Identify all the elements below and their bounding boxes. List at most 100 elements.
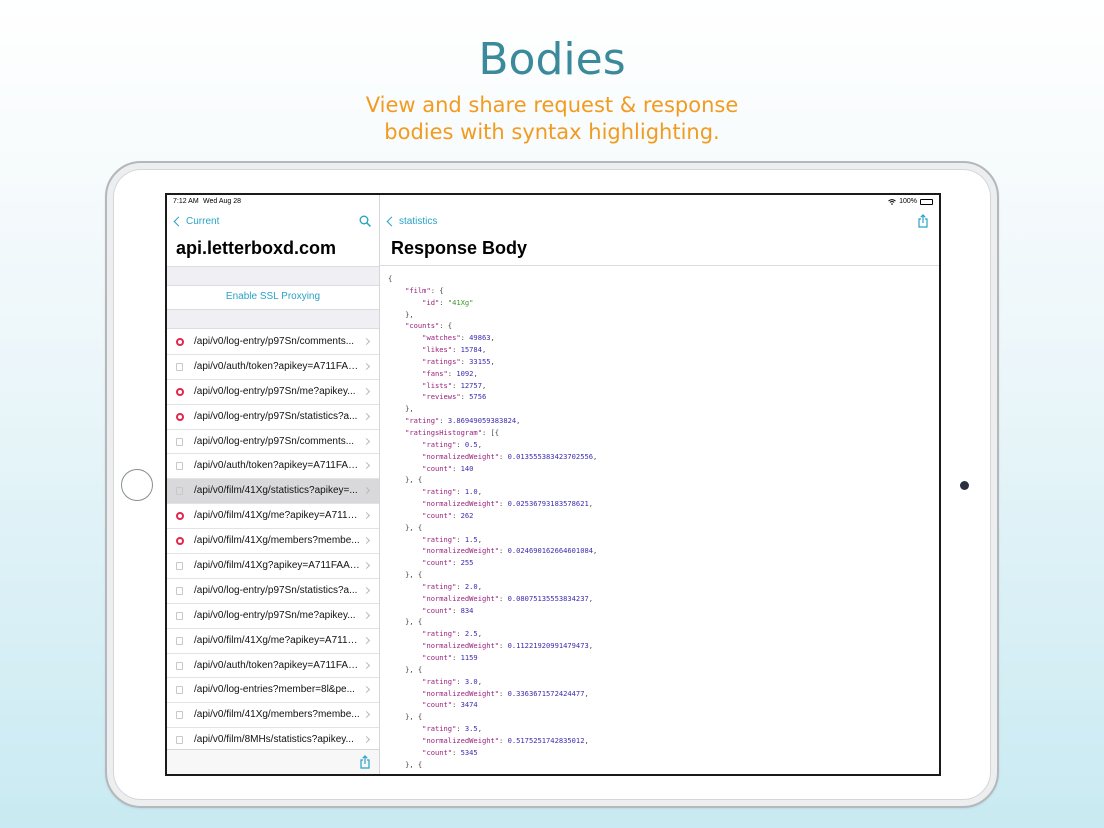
status-bar: 7:12 AM Wed Aug 28 100% bbox=[167, 195, 939, 209]
json-line: }, { bbox=[388, 570, 423, 580]
request-path: /api/v0/log-entry/p97Sn/me?apikey... bbox=[194, 609, 356, 621]
subline: View and share request & response bodies… bbox=[0, 92, 1104, 146]
section-separator bbox=[167, 266, 379, 286]
host-title: api.letterboxd.com bbox=[176, 238, 337, 258]
chevron-right-icon bbox=[362, 387, 371, 395]
chevron-right-icon bbox=[362, 337, 371, 346]
json-line: "count": 255 bbox=[422, 558, 474, 568]
chevron-right-icon bbox=[362, 462, 371, 470]
chevron-right-icon bbox=[362, 661, 371, 669]
request-path: /api/v0/log-entry/p97Sn/statistics?a... bbox=[194, 584, 358, 596]
json-line: "likes": 15784, bbox=[422, 345, 487, 355]
chevron-left-icon bbox=[173, 216, 184, 227]
enable-ssl-button[interactable]: Enable SSL Proxying bbox=[225, 291, 321, 302]
battery-icon bbox=[920, 198, 933, 205]
json-line: "rating": 1.0, bbox=[422, 487, 482, 497]
document-icon bbox=[176, 611, 183, 620]
header-divider bbox=[380, 265, 939, 266]
document-icon bbox=[176, 362, 183, 371]
battery-percent: 100% bbox=[899, 198, 917, 205]
json-line: "normalizedWeight": 0.024690162664601084… bbox=[422, 546, 598, 556]
request-path: /api/v0/log-entries?member=8l&pe... bbox=[194, 684, 355, 696]
request-path: /api/v0/film/41Xg/me?apikey=A711F... bbox=[194, 510, 360, 522]
document-icon bbox=[176, 462, 183, 471]
share-icon[interactable] bbox=[359, 755, 371, 769]
request-row[interactable]: /api/v0/log-entry/p97Sn/statistics?a... bbox=[167, 579, 379, 604]
chevron-right-icon bbox=[362, 437, 371, 445]
chevron-right-icon bbox=[362, 487, 371, 495]
json-line: "film": { bbox=[405, 285, 444, 295]
share-icon[interactable] bbox=[917, 214, 929, 228]
document-icon bbox=[176, 487, 183, 496]
json-line: { bbox=[388, 274, 393, 283]
request-path: /api/v0/film/8MHs/statistics?apikey... bbox=[194, 734, 354, 746]
request-row[interactable]: /api/v0/log-entry/p97Sn/statistics?a... bbox=[167, 405, 379, 430]
home-button bbox=[121, 469, 153, 501]
request-row[interactable]: /api/v0/auth/token?apikey=A711FAA... bbox=[167, 454, 379, 480]
json-line: }, { bbox=[388, 475, 423, 485]
right-pane: statistics Response Body { "film": { "id… bbox=[380, 195, 939, 774]
request-row[interactable]: /api/v0/log-entry/p97Sn/me?apikey... bbox=[167, 604, 379, 629]
request-row[interactable]: /api/v0/film/41Xg/statistics?apikey=... bbox=[167, 479, 379, 505]
json-line: }, { bbox=[388, 617, 423, 627]
device-screen: Current api.letterboxd.com Enable SSL Pr… bbox=[165, 193, 941, 776]
error-circle-icon bbox=[176, 387, 184, 396]
left-pane: Current api.letterboxd.com Enable SSL Pr… bbox=[167, 195, 380, 774]
request-row[interactable]: /api/v0/film/41Xg/members?membe... bbox=[167, 529, 379, 555]
chevron-right-icon bbox=[362, 736, 371, 744]
chevron-right-icon bbox=[362, 537, 371, 545]
document-icon bbox=[176, 686, 183, 695]
chevron-left-icon bbox=[386, 216, 397, 227]
json-line: "rating": 0.5, bbox=[422, 439, 482, 449]
request-row[interactable]: /api/v0/auth/token?apikey=A711FAA... bbox=[167, 355, 379, 380]
request-row[interactable]: /api/v0/log-entry/p97Sn/me?apikey... bbox=[167, 380, 379, 405]
request-path: /api/v0/auth/token?apikey=A711FAA... bbox=[194, 659, 360, 671]
json-line: }, bbox=[388, 404, 414, 414]
back-button-statistics[interactable]: statistics bbox=[386, 216, 437, 227]
request-path: /api/v0/log-entry/p97Sn/comments... bbox=[194, 435, 355, 447]
search-icon[interactable] bbox=[359, 215, 371, 227]
chevron-right-icon bbox=[362, 711, 371, 719]
chevron-right-icon bbox=[362, 636, 371, 644]
chevron-right-icon bbox=[362, 561, 371, 570]
json-line: "normalizedWeight": 0.013555383423702556… bbox=[422, 451, 598, 461]
json-line: "fans": 1092, bbox=[422, 368, 478, 378]
request-row[interactable]: /api/v0/log-entry/p97Sn/comments... bbox=[167, 430, 379, 455]
json-line: "watches": 49863, bbox=[422, 333, 495, 343]
subline-line-2: bodies with syntax highlighting. bbox=[384, 120, 720, 144]
chevron-right-icon bbox=[362, 512, 371, 520]
json-line: }, bbox=[388, 309, 414, 319]
json-line: "rating": 1.5, bbox=[422, 534, 482, 544]
json-line: "rating": 2.0, bbox=[422, 581, 482, 591]
request-path: /api/v0/film/41Xg/members?membe... bbox=[194, 709, 360, 721]
request-path: /api/v0/film/41Xg?apikey=A711FAA1... bbox=[194, 560, 360, 572]
request-row[interactable]: /api/v0/film/41Xg?apikey=A711FAA1... bbox=[167, 554, 379, 579]
json-line: "normalizedWeight": 0.5175251742835012, bbox=[422, 735, 589, 745]
status-date: Wed Aug 28 bbox=[203, 198, 242, 205]
document-icon bbox=[176, 636, 183, 645]
document-icon bbox=[176, 736, 183, 745]
status-time: 7:12 AM bbox=[173, 198, 199, 205]
back-button-current[interactable]: Current bbox=[173, 216, 219, 227]
request-row[interactable]: /api/v0/log-entry/p97Sn/comments... bbox=[167, 330, 379, 355]
request-path: /api/v0/log-entry/p97Sn/statistics?a... bbox=[194, 410, 358, 422]
request-row[interactable]: /api/v0/film/41Xg/me?apikey=A711F... bbox=[167, 629, 379, 654]
chevron-right-icon bbox=[362, 611, 371, 619]
json-line: }, { bbox=[388, 759, 423, 769]
request-path: /api/v0/auth/token?apikey=A711FAA... bbox=[194, 460, 360, 472]
document-icon bbox=[176, 437, 183, 446]
section-separator bbox=[167, 309, 379, 329]
document-icon bbox=[176, 661, 183, 670]
chevron-right-icon bbox=[362, 586, 371, 594]
request-row[interactable]: /api/v0/film/41Xg/me?apikey=A711F... bbox=[167, 504, 379, 530]
json-line: "normalizedWeight": 0.02536793183578621, bbox=[422, 499, 594, 509]
json-line: "normalizedWeight": 0.11221920991479473, bbox=[422, 641, 594, 651]
request-row[interactable]: /api/v0/auth/token?apikey=A711FAA... bbox=[167, 654, 379, 679]
request-path: /api/v0/log-entry/p97Sn/comments... bbox=[194, 336, 355, 347]
request-path: /api/v0/film/41Xg/members?membe... bbox=[194, 535, 360, 547]
document-icon bbox=[176, 562, 183, 571]
request-row[interactable]: /api/v0/film/41Xg/members?membe... bbox=[167, 703, 379, 729]
request-row[interactable]: /api/v0/log-entries?member=8l&pe... bbox=[167, 678, 379, 704]
request-path: /api/v0/film/41Xg/me?apikey=A711F... bbox=[194, 634, 360, 646]
chevron-right-icon bbox=[362, 412, 371, 420]
